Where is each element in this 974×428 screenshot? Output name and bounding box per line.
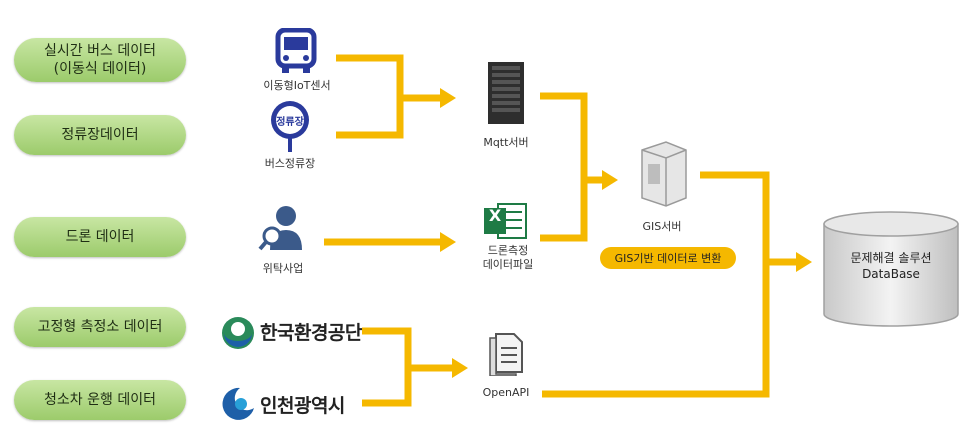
contractor-label: 위탁사업 <box>262 262 304 275</box>
document-icon <box>489 333 523 376</box>
arrow-openapi-to-db <box>542 262 770 398</box>
korea-env-logo-icon <box>222 317 254 349</box>
incheon-name: 인천광역시 <box>260 395 345 417</box>
arrow-incheon-to-openapi <box>362 368 412 407</box>
bus-stop-label: 버스정류장 <box>264 157 316 170</box>
database-cylinder-icon <box>823 211 959 327</box>
source-garbage-truck: 청소차 운행 데이터 <box>14 380 186 420</box>
excel-x-letter: X <box>488 206 502 225</box>
arrowhead-mqtt <box>440 88 456 108</box>
arrow-gis-to-db <box>700 171 796 266</box>
excel-file-icon <box>484 203 527 239</box>
gis-conversion-badge: GIS기반 데이터로 변환 <box>600 247 736 269</box>
bus-stop-sign-text: 정류장 <box>276 117 304 128</box>
arrowhead-gis <box>602 170 618 190</box>
server-rack-icon <box>488 62 524 124</box>
person-search-icon <box>258 206 302 251</box>
arrow-mqtt-to-gis <box>540 92 604 184</box>
source-drone: 드론 데이터 <box>14 217 186 257</box>
drone-file-label: 드론측정 데이터파일 <box>482 244 534 271</box>
arrowhead-db <box>796 252 812 272</box>
gis-server-icon <box>641 141 687 207</box>
incheon-logo-icon <box>222 387 254 420</box>
source-bus-realtime: 실시간 버스 데이터 (이동식 데이터) <box>14 38 186 82</box>
arrow-stop-to-mqtt <box>336 98 404 139</box>
arrowhead-drone <box>440 232 456 252</box>
gis-server-label: GIS서버 <box>642 220 682 233</box>
bus-stop-sign-icon <box>271 101 309 152</box>
source-fixed-station: 고정형 측정소 데이터 <box>14 307 186 347</box>
bus-sensor-label: 이동형IoT센서 <box>263 79 331 92</box>
arrow-korea-env-to-openapi <box>362 327 452 372</box>
openapi-label: OpenAPI <box>482 386 530 399</box>
korea-env-name: 한국환경공단 <box>260 322 362 344</box>
source-bus-stop: 정류장데이터 <box>14 115 186 155</box>
arrow-bus-to-mqtt <box>336 54 440 102</box>
database-label: 문제해결 솔루션 DataBase <box>850 251 932 281</box>
arrowhead-openapi <box>452 358 468 378</box>
bus-icon <box>275 28 317 73</box>
mqtt-server-label: Mqtt서버 <box>483 136 529 149</box>
arrow-drone-to-gis <box>540 180 588 242</box>
